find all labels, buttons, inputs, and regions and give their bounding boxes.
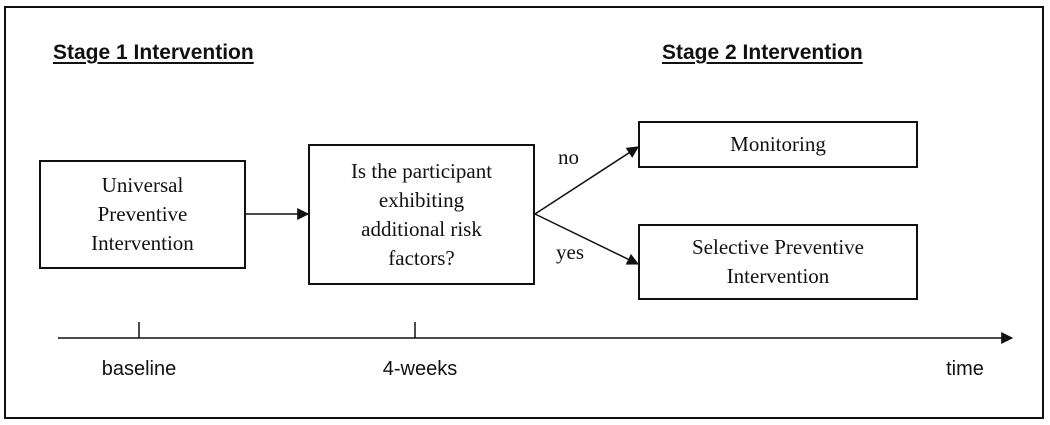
timeline-label-4-weeks: 4-weeks [382,358,458,380]
box-line: additional risk [361,216,482,241]
selective-intervention-box: Selective Preventive Intervention [638,224,918,300]
box-line: Selective Preventive [691,235,865,259]
box-line: exhibiting [378,187,465,212]
box-line: Intervention [91,231,194,255]
box-line: Intervention [726,264,830,288]
box-line: Is the participant [350,158,493,183]
box-line: Preventive [97,202,188,226]
risk-factor-question-box: Is the participant exhibiting additional… [308,144,535,285]
branch-label-no: no [558,145,579,169]
branch-label-yes: yes [556,240,584,264]
universal-intervention-box: Universal Preventive Intervention [39,160,246,269]
arrow-to-monitoring [534,146,640,215]
timeline-label-baseline: baseline [101,358,177,380]
arrow-to-selective [534,213,640,265]
box-line: factors? [388,245,455,270]
monitoring-box: Monitoring [638,121,918,168]
diagram-frame [4,6,1044,419]
stage-2-heading: Stage 2 Intervention [662,41,863,64]
box-line: Monitoring [730,132,826,156]
timeline-label-time: time [946,358,984,380]
box-line: Universal [101,173,184,197]
stage-1-heading: Stage 1 Intervention [53,41,254,64]
